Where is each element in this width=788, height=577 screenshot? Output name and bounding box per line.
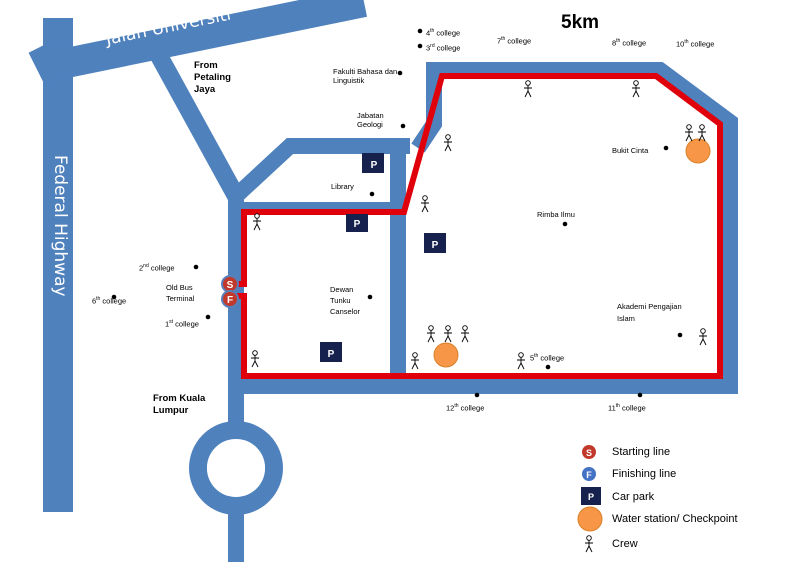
crew-icon — [460, 325, 470, 343]
fakulti-label: Fakulti Bahasa dan Linguistik — [333, 67, 398, 85]
car-park-marker — [346, 214, 368, 232]
legend-crew-label: Crew — [612, 538, 638, 550]
legend-finish-symbol — [582, 467, 596, 481]
college-4-label: 4th college — [426, 28, 461, 38]
legend-start-symbol — [582, 445, 596, 459]
finish-marker-letter: F — [227, 295, 233, 306]
water-station — [685, 138, 711, 164]
svg-text:F: F — [586, 470, 592, 480]
legend-car-park-symbol — [581, 487, 601, 505]
car-park-marker — [424, 233, 446, 253]
water-station — [433, 342, 459, 368]
crew-icon — [250, 350, 260, 368]
old-bus-terminal-label: Old Bus Terminal — [166, 283, 195, 303]
college-12-label: 12th college — [446, 403, 485, 413]
car-park-letter: P — [354, 219, 361, 230]
legend-finish-label: Finishing line — [612, 468, 677, 480]
car-park-letter: P — [328, 349, 335, 360]
college-2-label: 2nd college — [139, 263, 175, 273]
roundabout — [189, 421, 283, 515]
library-label: Library — [331, 182, 354, 191]
college-8-label: 8th college — [612, 38, 647, 48]
car-park-letter: P — [371, 160, 378, 171]
location-dots — [111, 28, 683, 398]
race-route — [236, 73, 723, 379]
northwest-link-road — [230, 138, 410, 202]
crew-icon — [697, 124, 707, 142]
college-3-label: 3rd college — [426, 43, 461, 53]
bukit-cinta-label: Bukit Cinta — [612, 146, 649, 155]
legend-water-label: Water station/ Checkpoint — [612, 513, 738, 525]
legend-water-symbol — [577, 506, 603, 532]
college-1-label: 1st college — [165, 319, 199, 329]
crew-icon — [631, 80, 641, 98]
federal-highway-label: Federal Highway — [50, 155, 70, 297]
college-7-label: 7th college — [497, 36, 532, 46]
map-title: 5km — [561, 12, 600, 33]
akademi-label: Akademi Pengajian Islam — [617, 302, 682, 323]
svg-text:S: S — [586, 448, 592, 458]
college-5-label: 5th college — [530, 353, 565, 363]
crew-icon — [523, 80, 533, 98]
car-park-markers — [320, 153, 446, 362]
svg-text:P: P — [588, 492, 594, 502]
car-park-marker — [362, 153, 384, 173]
crew-markers — [250, 80, 708, 370]
crew-icon — [443, 134, 453, 152]
legend-crew-icon — [584, 535, 594, 553]
finish-marker — [221, 290, 239, 308]
crew-icon — [410, 352, 420, 370]
crew-icon — [426, 325, 436, 343]
jabatan-label: Jabatan Geologi — [357, 111, 384, 129]
crew-icon — [684, 124, 694, 142]
college-6-label: 6th college — [92, 296, 127, 306]
car-park-letter: P — [432, 240, 439, 251]
petaling-jaya-road — [150, 49, 244, 201]
rimba-label: Rimba Ilmu — [537, 210, 575, 219]
crew-icon — [252, 213, 262, 231]
road-network — [28, 0, 738, 562]
crew-icon — [443, 325, 453, 343]
start-marker-letter: S — [227, 280, 234, 291]
from-petaling-jaya-label: From Petaling Jaya — [194, 60, 231, 95]
college-11-label: 11th college — [608, 403, 646, 413]
college-10-label: 10th college — [676, 39, 715, 49]
north-campus-road — [398, 62, 738, 394]
crew-icon — [516, 352, 526, 370]
legend-start-label: Starting line — [612, 446, 671, 458]
from-kuala-lumpur-label: From Kuala Lumpur — [153, 393, 206, 416]
crew-icon — [420, 195, 430, 213]
jalan-universiti-road — [28, 0, 368, 84]
car-park-marker — [320, 342, 342, 362]
legend-car-park-label: Car park — [612, 491, 655, 503]
dewan-label: Dewan Tunku Canselor — [330, 285, 361, 316]
crew-icon — [698, 328, 708, 346]
